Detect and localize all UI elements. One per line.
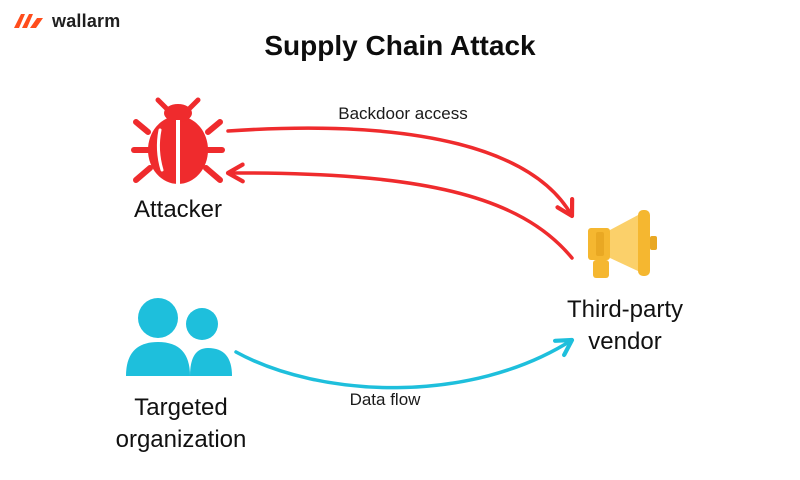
bug-icon <box>131 97 225 184</box>
data-flow-arrow <box>234 337 575 390</box>
organization-label: Targeted organization <box>115 394 247 453</box>
attacker-label: Attacker <box>133 196 223 223</box>
brand-name: wallarm <box>52 11 121 31</box>
brand-logo: wallarm <box>12 10 120 32</box>
wallarm-logo-icon <box>14 14 43 28</box>
backdoor-arrow-to-vendor <box>226 126 575 219</box>
users-icon <box>126 298 232 376</box>
vendor-label: Third-party vendor <box>566 296 684 355</box>
diagram-title: Supply Chain Attack <box>264 30 536 61</box>
backdoor-access-label: Backdoor access <box>338 104 468 123</box>
megaphone-icon <box>588 210 657 278</box>
data-flow-label: Data flow <box>349 390 421 409</box>
backdoor-arrow-to-attacker <box>225 162 574 260</box>
